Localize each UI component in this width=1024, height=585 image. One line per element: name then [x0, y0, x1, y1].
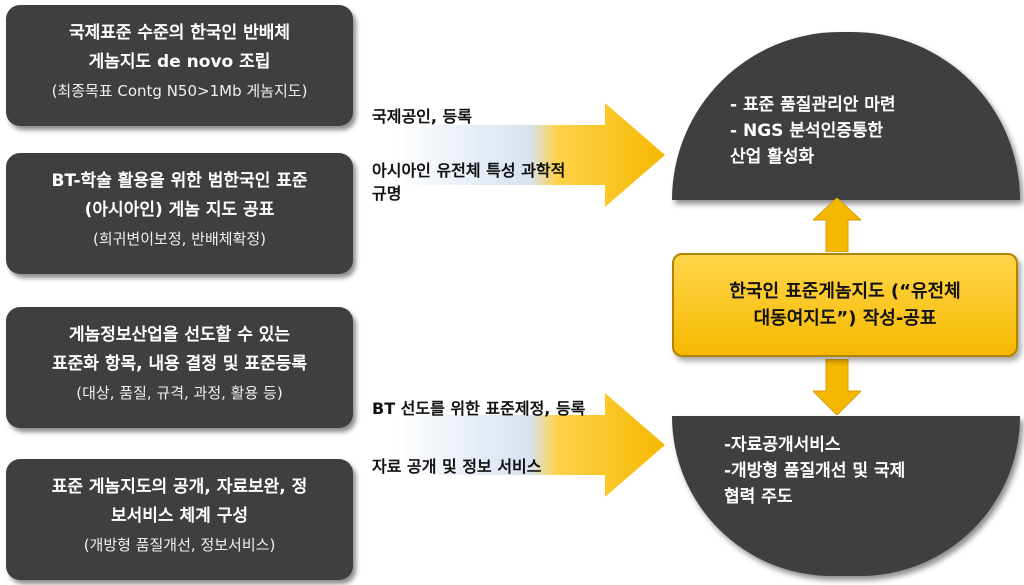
- outcome-top-line-2: - NGS 분석인증통한: [730, 121, 884, 141]
- upper-flow-arrow: [395, 103, 665, 207]
- up-arrow: [813, 198, 861, 252]
- goal-box-2-title-line1: BT-학술 활용을 위한 범한국인 표준: [51, 171, 308, 191]
- outcome-top-line-1: - 표준 품질관리안 마련: [730, 95, 896, 115]
- center-goal-box: 한국인 표준게놈지도 (“유전체 대동여지도”) 작성-공표: [672, 253, 1018, 357]
- lower-arrow-label-1: BT 선도를 위한 표준제정, 등록: [372, 399, 586, 418]
- upper-arrow-label-3: 규명: [372, 184, 402, 203]
- outcome-bottom-line-1: -자료공개서비스: [724, 435, 841, 455]
- outcome-bottom-line-3: 협력 주도: [724, 487, 793, 507]
- goal-box-2-title-line2: (아시아인) 게놈 지도 공표: [84, 200, 275, 220]
- outcome-bottom-semicircle: -자료공개서비스 -개방형 품질개선 및 국제 협력 주도: [672, 416, 1020, 576]
- outcome-bottom-line-2: -개방형 품질개선 및 국제: [724, 461, 906, 481]
- upper-arrow-label-2: 아시아인 유전체 특성 과학적: [372, 161, 566, 180]
- lower-flow-arrow: [395, 393, 665, 497]
- goal-box-4-title-line2: 보서비스 체계 구성: [111, 506, 248, 526]
- outcome-top-line-3: 산업 활성화: [730, 147, 815, 167]
- goal-box-2-subtitle: (희귀변이보정, 반배체확정): [92, 230, 267, 248]
- goal-box-2: BT-학술 활용을 위한 범한국인 표준 (아시아인) 게놈 지도 공표 (희귀…: [6, 153, 353, 274]
- lower-arrow-label-2: 자료 공개 및 정보 서비스: [372, 457, 542, 476]
- goal-box-1: 국제표준 수준의 한국인 반배체 게놈지도 de novo 조립 (최종목표 C…: [6, 5, 353, 126]
- outcome-top-semicircle: - 표준 품질관리안 마련 - NGS 분석인증통한 산업 활성화: [672, 32, 1020, 200]
- goal-box-3-title-line1: 게놈정보산업을 선도할 수 있는: [68, 325, 291, 345]
- upper-arrow-label-1: 국제공인, 등록: [372, 107, 472, 126]
- down-arrow: [813, 359, 861, 415]
- goal-box-1-subtitle: (최종목표 Contg N50>1Mb 게놈지도): [51, 82, 308, 100]
- goal-box-4-title-line1: 표준 게놈지도의 공개, 자료보완, 정: [51, 477, 308, 497]
- goal-box-1-title-line2: 게놈지도 de novo 조립: [88, 52, 271, 72]
- goal-box-4-subtitle: (개방형 품질개선, 정보서비스): [83, 536, 276, 554]
- center-goal-line-1: 한국인 표준게놈지도 (“유전체: [729, 281, 961, 302]
- center-goal-line-2: 대동여지도”) 작성-공표: [753, 308, 937, 329]
- goal-box-4: 표준 게놈지도의 공개, 자료보완, 정 보서비스 체계 구성 (개방형 품질개…: [6, 459, 353, 580]
- goal-box-3-title-line2: 표준화 항목, 내용 결정 및 표준등록: [51, 354, 307, 374]
- goal-box-1-title-line1: 국제표준 수준의 한국인 반배체: [68, 23, 291, 43]
- goal-box-3-subtitle: (대상, 품질, 규격, 과정, 활용 등): [76, 384, 283, 402]
- goal-box-3: 게놈정보산업을 선도할 수 있는 표준화 항목, 내용 결정 및 표준등록 (대…: [6, 307, 353, 428]
